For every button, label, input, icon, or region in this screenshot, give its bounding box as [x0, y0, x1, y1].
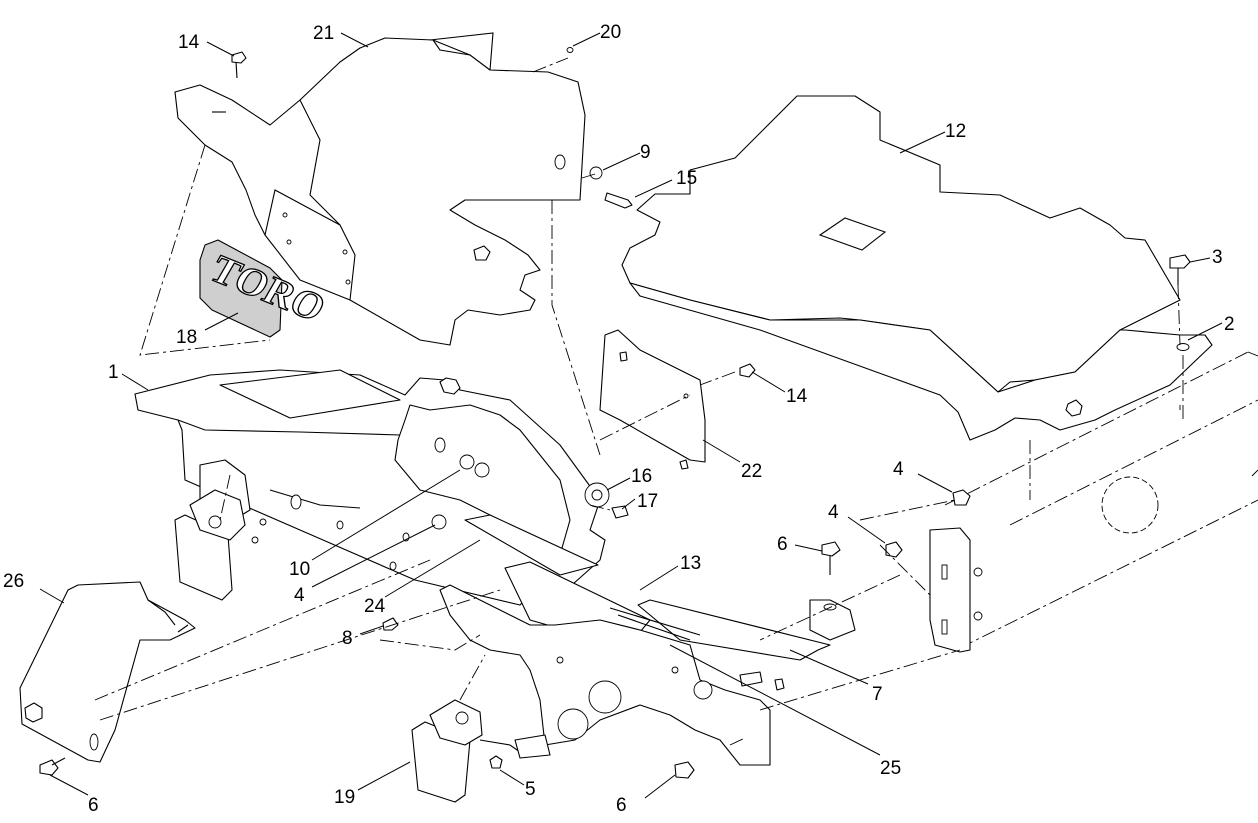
spacer-4-left — [431, 514, 447, 530]
callout-13: 13 — [680, 553, 701, 574]
bracket-bolt-top — [439, 377, 461, 395]
wire-clip-5 — [489, 755, 503, 769]
bolt-15 — [604, 192, 633, 209]
callout-25: 25 — [880, 758, 901, 779]
callout-24: 24 — [364, 596, 386, 617]
callout-26: 26 — [3, 571, 24, 592]
washer-20 — [566, 47, 574, 53]
pad-7 — [637, 599, 831, 661]
callout-8: 8 — [342, 628, 353, 649]
washer-9 — [589, 166, 603, 180]
lower-bracket-7 — [439, 584, 831, 766]
leader-lines — [39, 32, 1223, 799]
side-bracket-nut — [24, 702, 43, 723]
frame-rail-hole — [1101, 476, 1159, 534]
callout-19: 19 — [334, 787, 355, 808]
callout-1: 1 — [108, 362, 119, 383]
callout-17: 17 — [637, 491, 658, 512]
work-light-upper — [174, 489, 246, 601]
panel-nut — [1065, 399, 1083, 417]
bolt-6-right — [821, 541, 841, 557]
callout-15: 15 — [676, 168, 697, 189]
hood-shroud-21 — [174, 32, 586, 346]
callout-22: 22 — [741, 461, 762, 482]
frame-rail-phantom — [944, 351, 1258, 649]
callout-9: 9 — [640, 142, 651, 163]
callout-2: 2 — [1224, 314, 1235, 335]
callout-16: 16 — [631, 466, 652, 487]
hardware — [39, 47, 1191, 779]
rear-panel-2 — [629, 282, 1213, 441]
callout-21: 21 — [313, 23, 334, 44]
callout-20: 20 — [600, 22, 621, 43]
callout-4-left: 4 — [294, 585, 305, 606]
bolt-6-bottom — [674, 761, 695, 779]
callout-10: 10 — [289, 559, 310, 580]
bolt-3 — [1169, 254, 1191, 269]
spacer-10-hole — [459, 454, 475, 470]
callout-5: 5 — [525, 779, 536, 800]
callout-3: 3 — [1212, 247, 1223, 268]
bolt-14-top — [231, 51, 247, 64]
frame-end-plate — [929, 527, 983, 653]
callout-18: 18 — [176, 327, 197, 348]
pad-24 — [464, 514, 599, 576]
screw-17 — [611, 505, 629, 519]
shroud-mount-hole — [554, 154, 566, 170]
callout-7: 7 — [872, 684, 883, 705]
callout-6-left: 6 — [88, 795, 99, 816]
callout-12: 12 — [945, 121, 966, 142]
nut-4-upper — [952, 489, 971, 506]
right-bracket — [809, 599, 856, 641]
callout-4-right: 4 — [828, 502, 839, 523]
bolt-14-mid — [739, 363, 756, 378]
cover-plate-22 — [599, 329, 706, 470]
callout-4-upper: 4 — [893, 459, 904, 480]
callout-labels: 14 21 20 9 15 12 3 2 18 1 14 22 16 17 4 … — [3, 22, 1235, 816]
panel-bolt-hole — [1176, 343, 1190, 351]
main-bracket-1 — [134, 369, 606, 606]
shroud-clip — [473, 245, 491, 261]
work-light-19 — [411, 699, 551, 803]
bracket-top-plate — [219, 369, 401, 419]
side-bracket-26 — [19, 581, 196, 763]
callout-6-right: 6 — [777, 534, 788, 555]
nut-4-right — [885, 541, 903, 558]
callout-6-bottom: 6 — [616, 795, 627, 816]
floor-plate-cutout — [818, 217, 887, 251]
bolt-6-left — [39, 759, 59, 776]
callout-14-top: 14 — [178, 32, 200, 53]
callout-14-mid: 14 — [786, 386, 808, 407]
